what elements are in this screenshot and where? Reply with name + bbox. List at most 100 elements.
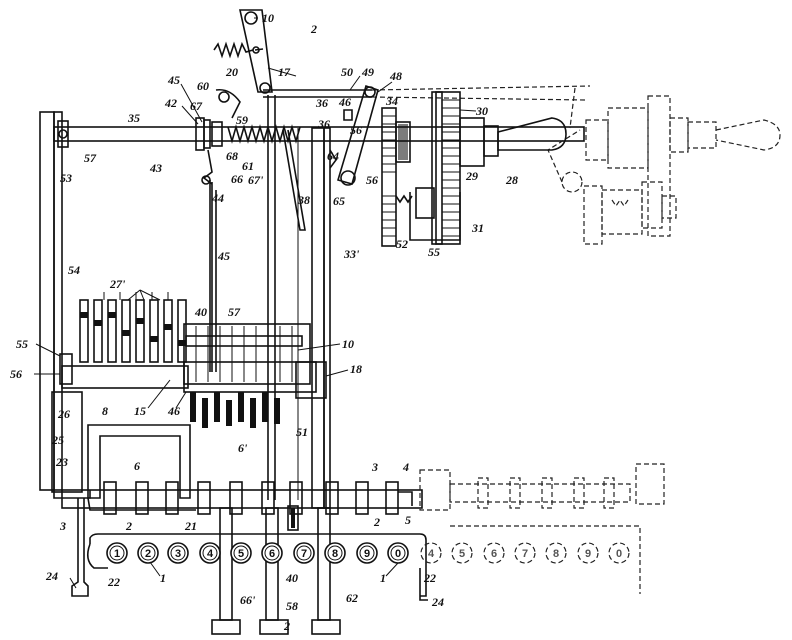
- dashed-key-button: 4: [420, 542, 442, 564]
- label-68: 68: [226, 149, 238, 163]
- label-8: 8: [102, 404, 108, 418]
- label-61: 61: [242, 159, 254, 173]
- bracket-24-right: [419, 568, 428, 601]
- label-26: 26: [57, 407, 70, 421]
- label-22-left: 22: [107, 575, 120, 589]
- dashed-key-button: 8: [545, 542, 567, 564]
- svg-text:7: 7: [522, 548, 528, 560]
- key-bar-3: [61, 481, 423, 515]
- label-23: 23: [55, 455, 68, 469]
- key-button[interactable]: 9: [356, 542, 378, 564]
- label-54: 54: [68, 263, 80, 277]
- label-45-mid: 45: [217, 249, 230, 263]
- svg-text:5: 5: [459, 548, 465, 560]
- label-6p: 6': [238, 441, 248, 455]
- label-58: 58: [286, 599, 298, 613]
- label-59: 59: [236, 113, 248, 127]
- label-56-left: 56: [10, 367, 22, 381]
- svg-text:3: 3: [175, 548, 181, 560]
- label-65: 65: [333, 194, 345, 208]
- label-57-mid: 57: [228, 305, 241, 319]
- svg-text:0: 0: [616, 548, 622, 560]
- label-24-left: 24: [45, 569, 58, 583]
- label-62: 62: [346, 591, 358, 605]
- label-60: 60: [197, 79, 209, 93]
- label-67: 67: [190, 99, 203, 113]
- label-22-right: 22: [423, 571, 436, 585]
- label-17: 17: [278, 65, 291, 79]
- label-36b: 36: [317, 117, 330, 131]
- label-57-top: 57: [84, 151, 97, 165]
- dashed-key-button: 0: [608, 542, 630, 564]
- key-button[interactable]: 0: [387, 542, 409, 564]
- label-10-mid: 10: [342, 337, 354, 351]
- label-43: 43: [149, 161, 162, 175]
- key-button[interactable]: 7: [293, 542, 315, 564]
- bracket-6: [51, 391, 196, 511]
- main-frame: [39, 95, 585, 597]
- svg-text:1: 1: [114, 548, 120, 560]
- label-56-mid: 56: [366, 173, 378, 187]
- dashed-key-bar: [419, 463, 665, 594]
- label-20: 20: [225, 65, 238, 79]
- label-2-left: 2: [125, 519, 132, 533]
- label-42: 42: [164, 96, 177, 110]
- dashed-key-button: 7: [514, 542, 536, 564]
- label-56-top: 56: [350, 123, 362, 137]
- svg-text:6: 6: [491, 548, 497, 560]
- label-33p: 33': [343, 247, 360, 261]
- key-button[interactable]: 4: [199, 542, 221, 564]
- type-bars-27: [79, 292, 187, 363]
- label-55-left: 55: [16, 337, 28, 351]
- label-55-upper: 55: [428, 245, 440, 259]
- label-2-right: 2: [373, 515, 380, 529]
- label-52: 52: [396, 237, 408, 251]
- label-15: 15: [134, 404, 146, 418]
- dashed-key-buttons: 4 5 6 7 8 9 0: [420, 542, 630, 564]
- spring-20: [213, 41, 254, 59]
- key-tray: [86, 505, 427, 635]
- label-40-bottom: 40: [285, 571, 298, 585]
- dashed-key-button: 9: [577, 542, 599, 564]
- label-66: 66: [231, 172, 243, 186]
- dashed-key-button: 5: [451, 542, 473, 564]
- label-6: 6: [134, 459, 140, 473]
- label-49: 49: [361, 65, 374, 79]
- leader-lines: [34, 17, 477, 589]
- label-18: 18: [350, 362, 362, 376]
- label-30: 30: [475, 104, 488, 118]
- key-button[interactable]: 6: [261, 542, 283, 564]
- gear-train: [381, 91, 567, 247]
- svg-text:9: 9: [364, 548, 370, 560]
- key-button[interactable]: 2: [137, 542, 159, 564]
- label-3-right: 3: [371, 460, 378, 474]
- svg-text:4: 4: [428, 548, 435, 560]
- label-35: 35: [127, 111, 140, 125]
- label-67p: 67': [248, 173, 264, 187]
- key-buttons: 1 2 3 4 5 6 7: [106, 542, 409, 564]
- label-50: 50: [341, 65, 353, 79]
- label-4: 4: [402, 460, 409, 474]
- collar-42: [195, 88, 241, 372]
- key-button[interactable]: 3: [167, 542, 189, 564]
- svg-text:0: 0: [395, 548, 401, 560]
- label-46-mid: 46: [167, 404, 180, 418]
- counter-block-57: [183, 323, 311, 428]
- label-2-top: 2: [310, 22, 317, 36]
- label-1-right: 1: [380, 571, 386, 585]
- label-1-left: 1: [160, 571, 166, 585]
- svg-text:9: 9: [585, 548, 591, 560]
- key-button[interactable]: 1: [106, 542, 128, 564]
- label-5: 5: [405, 513, 411, 527]
- key-button[interactable]: 5: [230, 542, 252, 564]
- label-25: 25: [51, 433, 64, 447]
- label-38: 38: [297, 193, 310, 207]
- spring-59: [227, 124, 301, 144]
- svg-text:7: 7: [301, 548, 307, 560]
- key-button[interactable]: 8: [324, 542, 346, 564]
- lever-48: [329, 84, 379, 186]
- label-64: 64: [327, 149, 339, 163]
- label-28: 28: [505, 173, 518, 187]
- svg-text:5: 5: [238, 548, 244, 560]
